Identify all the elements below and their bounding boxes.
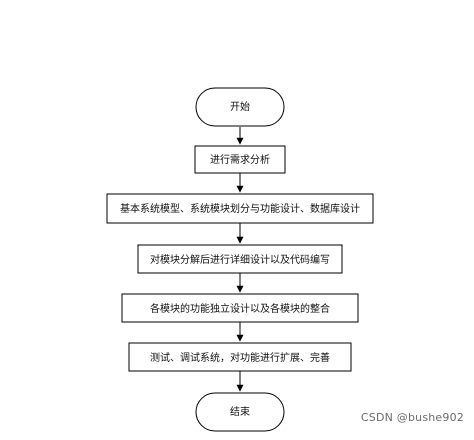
end-shape (195, 392, 285, 432)
step4-box (121, 293, 359, 323)
watermark: CSDN @bushe902 (360, 411, 464, 424)
step4-label: 各模块的功能独立设计以及各模块的整合 (150, 302, 330, 315)
start-label: 开始 (230, 100, 250, 113)
step1-label: 进行需求分析 (210, 153, 270, 166)
step5-node: 测试、调试系统，对功能进行扩展、完善 (128, 342, 352, 372)
step3-label: 对模块分解后进行详细设计以及代码编写 (150, 253, 330, 266)
step5-box (128, 342, 352, 372)
step3-node: 对模块分解后进行详细设计以及代码编写 (137, 244, 343, 274)
end-label: 结束 (230, 405, 250, 418)
start-shape (195, 87, 285, 127)
start-node: 开始 (195, 87, 285, 127)
step2-box (106, 193, 374, 224)
step1-box (194, 145, 286, 174)
step5-label: 测试、调试系统，对功能进行扩展、完善 (150, 351, 330, 364)
step1-node: 进行需求分析 (194, 145, 286, 174)
step4-node: 各模块的功能独立设计以及各模块的整合 (121, 293, 359, 323)
step3-box (137, 244, 343, 274)
step2-label: 基本系统模型、系统模块划分与功能设计、数据库设计 (120, 202, 360, 215)
end-node: 结束 (195, 392, 285, 432)
step2-node: 基本系统模型、系统模块划分与功能设计、数据库设计 (106, 193, 374, 224)
